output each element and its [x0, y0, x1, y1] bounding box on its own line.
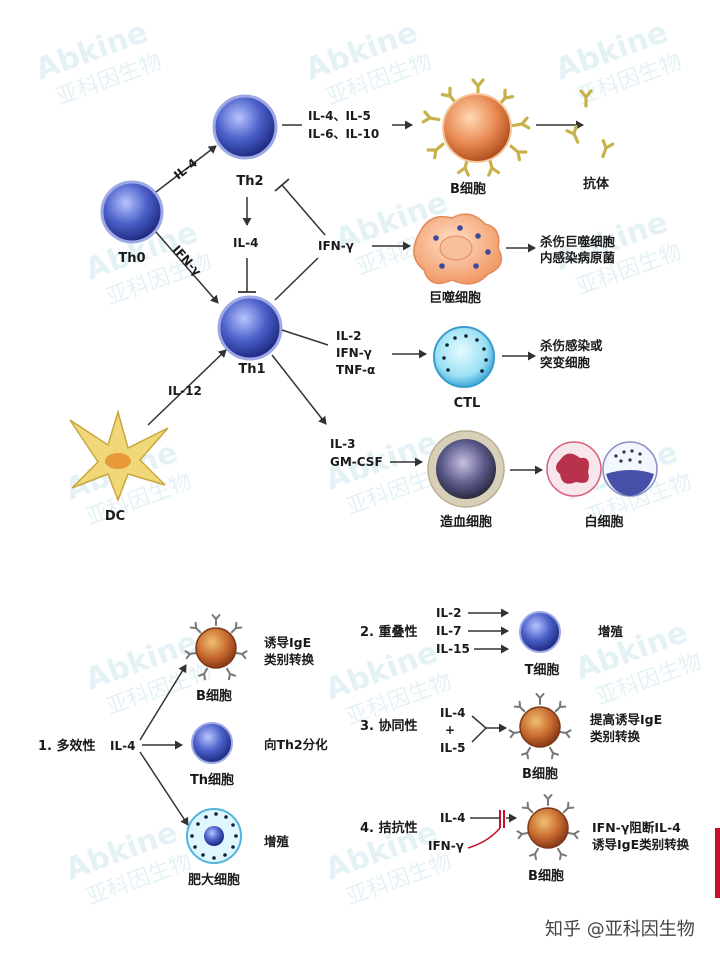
redundancy-t-cell: T细胞: [519, 611, 561, 678]
antagonism-effect-2: 诱导IgE类别转换: [592, 837, 690, 852]
arrow-th1-hema: [271, 354, 327, 425]
pleiotropy-mast-label: 肥大细胞: [188, 872, 240, 888]
synergy-input-2: IL-5: [440, 741, 465, 755]
arrow-th0-th1: [155, 231, 219, 304]
antagonism-cell-label: B细胞: [528, 868, 564, 884]
ctl-effect-2: 突变细胞: [540, 355, 591, 370]
footer-credit: 知乎 @亚科因生物: [545, 919, 695, 940]
pleiotropy-th-effect: 向Th2分化: [264, 737, 328, 752]
antibody-group: 抗体: [565, 89, 615, 192]
cytokine-th1-hema-1: IL-3: [330, 437, 355, 451]
arrow-th0-th2: [155, 145, 217, 193]
dendritic-cell: DC: [69, 409, 169, 524]
macrophage-cell: 巨噬细胞: [413, 213, 503, 306]
line-th1-ifng: [274, 257, 319, 301]
inhibit-line-th2: [281, 184, 326, 236]
antagonism-ifng-line: [467, 827, 501, 849]
th2-cell: Th2: [212, 94, 278, 189]
cytokine-th2-out-2: IL-6、IL-10: [308, 127, 379, 141]
antagonism-title: 4. 拮抗性: [360, 820, 418, 836]
synergy-title: 3. 协同性: [360, 718, 418, 734]
ctl-label: CTL: [454, 396, 481, 411]
inhibit-bar-th2: [274, 178, 290, 192]
arrow-il4-b: [139, 664, 187, 741]
redundancy-effect: 增殖: [598, 624, 624, 639]
synergy-input-1: IL-4: [440, 706, 465, 720]
macrophage-effect-1: 杀伤巨噬细胞: [540, 234, 616, 249]
pleiotropy-source: IL-4: [110, 739, 135, 753]
redundancy-input-2: IL-7: [436, 624, 461, 638]
hematopoietic-label: 造血细胞: [440, 514, 492, 530]
macrophage-effect-2: 内感染病原菌: [540, 250, 616, 265]
watermark-13: Abkine 亚科因生物: [61, 815, 195, 911]
redundancy-cell-label: T细胞: [525, 662, 560, 678]
cytokine-th1-ctl-3: TNF-α: [336, 363, 375, 377]
arrow-il4-mast: [139, 751, 189, 826]
pleiotropy-th-cell: Th细胞: [190, 722, 234, 788]
pleiotropy-b-effect-1: 诱导IgE: [264, 635, 311, 650]
watermark-1: Abkine 亚科因生物: [31, 15, 165, 111]
cytokine-th1-ctl-1: IL-2: [336, 329, 361, 343]
cytokine-th1-ctl-2: IFN-γ: [336, 346, 372, 360]
pleiotropy-mast-cell: 肥大细胞: [186, 808, 242, 888]
pleiotropy-b-cell: B细胞: [184, 614, 248, 704]
cytokine-th2-th1: IL-4: [233, 236, 258, 250]
synergy-merge: [471, 715, 488, 743]
antagonism-effect-1: IFN-γ阻断IL-4: [592, 820, 681, 835]
synergy-plus: +: [445, 723, 455, 737]
th1-label: Th1: [238, 362, 265, 377]
redundancy-title: 2. 重叠性: [360, 624, 418, 640]
synergy-b-cell: B细胞: [508, 693, 572, 782]
cytokine-th0-th2: IL-4: [171, 156, 200, 183]
pleiotropy-b-effect-2: 类别转换: [264, 652, 315, 667]
antibody-label: 抗体: [583, 176, 610, 192]
th1-cell: Th1: [217, 295, 283, 377]
cytokine-th1-hema-2: GM-CSF: [330, 455, 383, 469]
watermark-2: Abkine 亚科因生物: [301, 15, 435, 111]
watermark-12: Abkine 亚科因生物: [571, 615, 705, 711]
watermark-3: Abkine 亚科因生物: [551, 15, 685, 111]
edge-accent-bar: [715, 828, 720, 898]
pleiotropy-title: 1. 多效性: [38, 738, 96, 754]
hematopoietic-cell: 造血细胞: [427, 430, 505, 530]
b-cell: B细胞: [421, 78, 531, 197]
pleiotropy-th-label: Th细胞: [190, 772, 234, 788]
th2-label: Th2: [236, 174, 263, 189]
th0-cell: Th0: [100, 180, 164, 266]
synergy-cell-label: B细胞: [522, 766, 558, 782]
watermark-10: Abkine 亚科因生物: [81, 625, 215, 721]
cytokine-th2-out-1: IL-4、IL-5: [308, 109, 371, 123]
ctl-cell: CTL: [433, 326, 495, 411]
b-cell-label: B细胞: [450, 181, 486, 197]
redundancy-input-1: IL-2: [436, 606, 461, 620]
cytokine-ifng: IFN-γ: [318, 239, 354, 253]
dc-label: DC: [105, 509, 125, 524]
arrow-dc-th1: [147, 349, 227, 426]
cytokine-dc-th1: IL-12: [168, 384, 202, 398]
pleiotropy-mast-effect: 增殖: [264, 834, 290, 849]
synergy-effect-2: 类别转换: [590, 729, 641, 744]
antagonism-b-cell: B细胞: [516, 794, 580, 884]
redundancy-input-3: IL-15: [436, 642, 470, 656]
ctl-effect-1: 杀伤感染或: [540, 338, 603, 353]
macrophage-label: 巨噬细胞: [429, 290, 481, 306]
antagonism-input-1: IL-4: [440, 811, 465, 825]
line-th1-ctl: [281, 329, 329, 346]
antagonism-input-2: IFN-γ: [428, 839, 464, 853]
white-blood-cells: 白细胞: [546, 441, 658, 530]
wbc-label: 白细胞: [584, 514, 623, 530]
th0-label: Th0: [118, 251, 145, 266]
pleiotropy-b-label: B细胞: [196, 688, 232, 704]
synergy-effect-1: 提高诱导IgE: [590, 712, 662, 727]
